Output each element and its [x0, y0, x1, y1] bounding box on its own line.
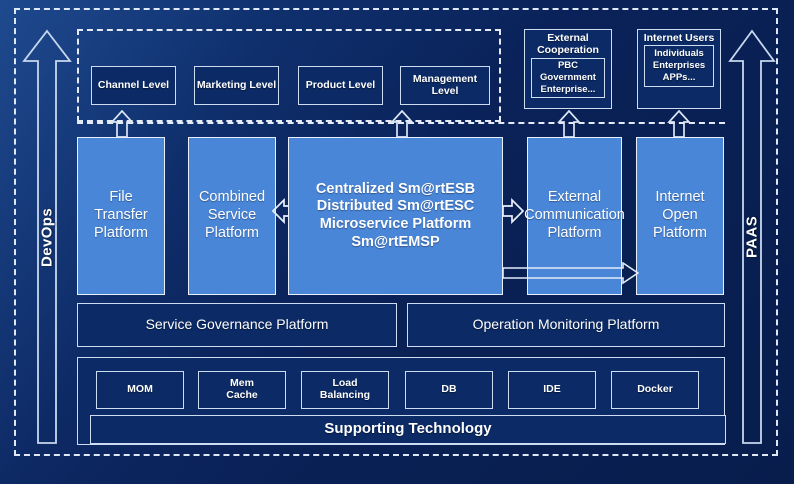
devops-bar: DevOps: [22, 28, 72, 446]
tech-box-mem-cache[interactable]: Mem Cache: [198, 371, 286, 409]
tech-box-docker[interactable]: Docker: [611, 371, 699, 409]
external-cooperation-body: PBC Government Enterprise...: [531, 58, 605, 98]
platform-internet-open-line-2: Open: [662, 207, 698, 224]
platform-center-line-1: Centralized Sm@rtESB: [315, 180, 476, 197]
paas-bar: PAAS: [728, 28, 776, 446]
tech-box-mom[interactable]: MOM: [96, 371, 184, 409]
service-governance-platform[interactable]: Service Governance Platform: [77, 303, 397, 347]
internet-users-body: Individuals Enterprises APPs...: [644, 45, 714, 87]
platform-center-esb[interactable]: Centralized Sm@rtESB Distributed Sm@rtES…: [288, 137, 503, 295]
tech-label-load-balancing-line-2: Balancing: [319, 389, 371, 401]
layer-separator: [77, 122, 725, 124]
platform-external-communication-line-3: Platform: [547, 224, 602, 241]
operation-monitoring-label: Operation Monitoring Platform: [472, 316, 660, 333]
supporting-technology-banner[interactable]: Supporting Technology: [90, 415, 726, 444]
business-levels-group: [77, 29, 501, 122]
paas-up-arrow-icon: [728, 29, 776, 444]
tech-label-load-balancing-line-1: Load: [332, 377, 358, 390]
devops-up-arrow-icon: [22, 29, 72, 444]
internet-users-line-2: Enterprises: [652, 60, 706, 72]
platform-internet-open-line-3: Platform: [653, 224, 707, 241]
level-box-management[interactable]: Management Level: [400, 66, 490, 105]
tech-box-db[interactable]: DB: [405, 371, 493, 409]
platform-center-line-2: Distributed Sm@rtESC: [316, 198, 475, 215]
platform-file-transfer[interactable]: File Transfer Platform: [77, 137, 165, 295]
platform-internet-open[interactable]: Internet Open Platform: [636, 137, 724, 295]
supporting-technology-label: Supporting Technology: [324, 420, 492, 438]
tech-label-mem-cache-line-2: Cache: [226, 389, 258, 401]
tech-label-docker: Docker: [637, 383, 673, 396]
platform-combined-service-line-2: Service: [207, 207, 257, 224]
level-box-marketing[interactable]: Marketing Level: [194, 66, 279, 105]
platform-external-communication-line-2: Communication: [524, 207, 625, 224]
internet-users-group[interactable]: Internet Users Individuals Enterprises A…: [637, 29, 721, 109]
platform-file-transfer-line-1: File: [109, 189, 133, 206]
platform-external-communication-line-1: External: [547, 189, 602, 206]
level-label-channel: Channel Level: [97, 78, 170, 91]
arrow-center-to-external-icon: [502, 197, 525, 229]
tech-box-load-balancing[interactable]: Load Balancing: [301, 371, 389, 409]
internet-users-title: Internet Users: [643, 32, 715, 44]
level-box-channel[interactable]: Channel Level: [91, 66, 176, 105]
operation-monitoring-platform[interactable]: Operation Monitoring Platform: [407, 303, 725, 347]
tech-box-ide[interactable]: IDE: [508, 371, 596, 409]
service-governance-label: Service Governance Platform: [145, 316, 329, 333]
paas-label: PAAS: [743, 215, 761, 259]
outer-boundary: [14, 8, 778, 456]
tech-label-db: DB: [441, 383, 457, 396]
platform-internet-open-line-1: Internet: [655, 189, 705, 206]
level-label-management: Management Level: [412, 72, 478, 97]
external-cooperation-title: External Cooperation: [537, 32, 599, 56]
internet-users-line-3: APPs...: [662, 71, 696, 83]
internet-users-line-1: Individuals: [654, 48, 704, 60]
platform-center-line-3: Microservice Platform Sm@rtEMSP: [319, 216, 472, 250]
tech-label-mom: MOM: [127, 383, 153, 396]
level-box-product[interactable]: Product Level: [298, 66, 383, 105]
platform-combined-service-line-3: Platform: [205, 224, 259, 241]
level-label-marketing: Marketing Level: [196, 78, 277, 91]
tech-label-ide: IDE: [543, 383, 561, 396]
tech-label-mem-cache-line-1: Mem: [230, 377, 254, 390]
external-cooperation-group[interactable]: External Cooperation PBC Government Ente…: [524, 29, 612, 109]
arrow-center-to-internet-open-icon: [502, 261, 640, 291]
level-label-product: Product Level: [305, 78, 376, 91]
platform-file-transfer-line-2: Transfer: [94, 207, 148, 224]
devops-label: DevOps: [38, 207, 56, 267]
platform-combined-service-line-1: Combined: [198, 189, 266, 206]
platform-file-transfer-line-3: Platform: [94, 224, 148, 241]
platform-combined-service[interactable]: Combined Service Platform: [188, 137, 276, 295]
